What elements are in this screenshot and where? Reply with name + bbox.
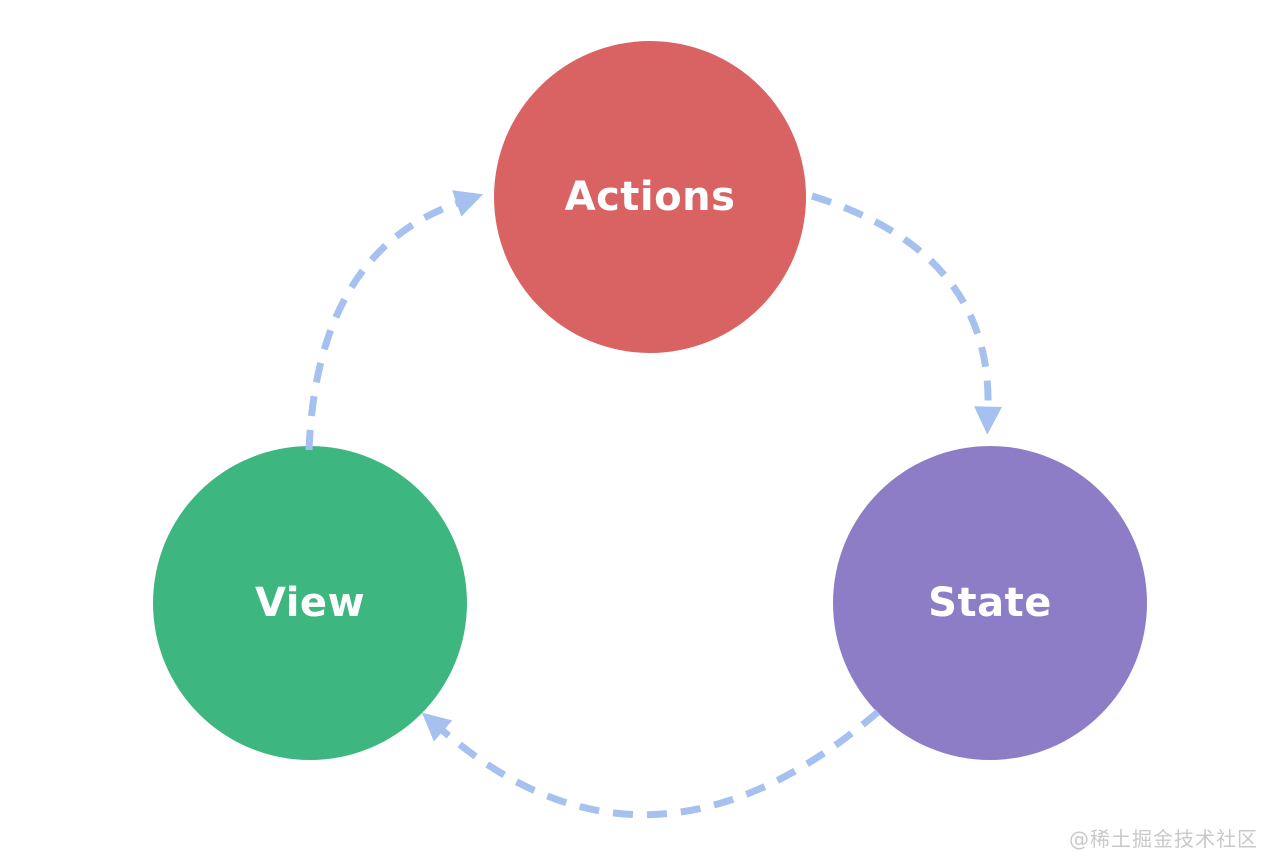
node-actions: Actions <box>494 41 806 353</box>
watermark: @稀土掘金技术社区 <box>1069 827 1258 851</box>
edge-view-to-actions <box>305 190 484 451</box>
node-view-label: View <box>254 580 366 626</box>
edge-state-to-view <box>421 709 881 819</box>
edge-actions-to-state <box>810 192 1003 435</box>
node-state-label: State <box>928 580 1052 626</box>
node-view: View <box>153 446 467 760</box>
node-actions-label: Actions <box>564 174 736 220</box>
node-state: State <box>833 446 1147 760</box>
